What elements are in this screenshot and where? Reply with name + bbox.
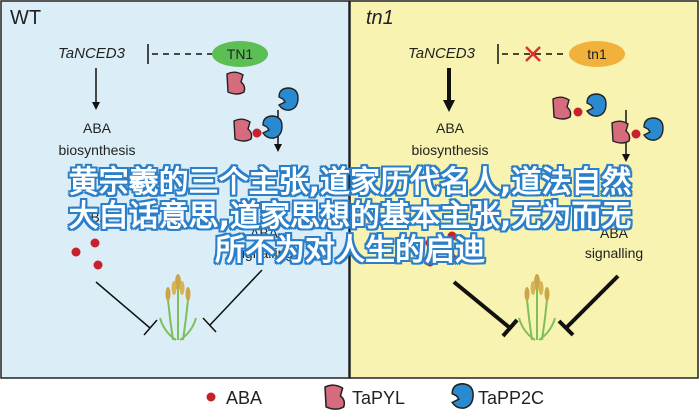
- tn1-tn1-protein: [569, 41, 625, 67]
- wt-pp2c-phosphatase-icon: [278, 87, 299, 111]
- wt-aba-molecule-icon-2: [71, 247, 81, 257]
- tn1-inhibit-line-right: [564, 274, 620, 330]
- wt-tn1-protein-label: TN1: [227, 46, 254, 62]
- tn1-pp2c-phosphatase-icon-bound-2: [643, 117, 664, 141]
- wt-aba-molecule-icon-3: [93, 260, 103, 270]
- overlay-caption-line3: 所不为对人生的启迪: [215, 233, 485, 268]
- tn1-gene-label: TaNCED3: [408, 45, 476, 62]
- tn1-aba-molecule-icon-bound-1: [573, 107, 583, 117]
- wt-aba-synthesis-line2: biosynthesis: [58, 142, 135, 158]
- tn1-aba-molecule-icon-3: [425, 257, 435, 267]
- wt-panel: [0, 0, 350, 379]
- wt-inhibit-line-left: [95, 281, 151, 329]
- wt-aba-signaling-line2: signalling: [235, 245, 293, 261]
- wt-aba-synthesis-line1: ABA: [83, 120, 112, 136]
- tn1-inhibit-bar-right: [557, 319, 575, 337]
- tn1-aba-synthesis-line2: biosynthesis: [411, 142, 488, 158]
- tn1-pyl-receptor-icon-bound-2: [611, 120, 631, 144]
- tn1-aba-synthesis-line1: ABA: [436, 120, 465, 136]
- tn1-inhibit-line-left: [452, 280, 512, 330]
- tn1-aba-molecule-icon-2: [447, 231, 457, 241]
- legend-aba-molecule-icon: [206, 392, 216, 402]
- overlay-caption-line2: 大白话意思,道家思想的基本主张,无为而无: [68, 199, 632, 234]
- tn1-inhibit-bar-left: [501, 318, 519, 338]
- legend-pp2c-phosphatase-icon: [451, 383, 474, 409]
- legend-tapp2c-label: TaPP2C: [478, 388, 544, 408]
- wt-pyl-receptor-icon: [226, 71, 246, 95]
- wt-inhibit-bar-left: [143, 319, 158, 336]
- legend-tapyl-label: TaPYL: [352, 388, 405, 408]
- wt-gene-label: TaNCED3: [58, 45, 126, 62]
- wt-aba-label-left: ABA: [81, 209, 110, 225]
- legend-pyl-receptor-icon: [324, 384, 346, 410]
- wt-inhibit-bar-right: [202, 317, 217, 333]
- tn1-panel: [349, 0, 699, 379]
- wt-pp2c-phosphatase-icon-bound: [262, 115, 283, 139]
- wt-inhibit-line-right: [209, 269, 263, 326]
- wt-panel-title: WT: [10, 7, 41, 29]
- wt-aba-molecule-icon-1: [90, 238, 100, 248]
- tn1-aba-molecule-icon-4: [447, 253, 457, 263]
- tn1-aba-signaling-line2: signalling: [585, 245, 643, 261]
- legend-aba-label: ABA: [226, 388, 262, 408]
- tn1-cross-icon: [525, 46, 541, 62]
- tn1-aba-molecule-icon-bound-2: [631, 129, 641, 139]
- tn1-pyl-receptor-icon-bound-1: [552, 96, 572, 120]
- tn1-pp2c-phosphatase-icon-bound-1: [586, 93, 607, 117]
- wt-aba-molecule-icon-bound: [252, 128, 262, 138]
- wt-tn1-protein: [212, 41, 268, 67]
- wt-aba-signaling-line1: ABA: [250, 225, 279, 241]
- tn1-aba-molecule-icon-1: [425, 238, 435, 248]
- overlay-caption-line1: 黄宗羲的三个主张,道家历代名人,道法自然: [68, 165, 632, 200]
- tn1-tn1-protein-label: tn1: [587, 46, 607, 62]
- tn1-aba-signaling-line1: ABA: [600, 225, 629, 241]
- tn1-panel-title: tn1: [366, 7, 394, 29]
- wt-pyl-receptor-icon-bound: [233, 118, 253, 142]
